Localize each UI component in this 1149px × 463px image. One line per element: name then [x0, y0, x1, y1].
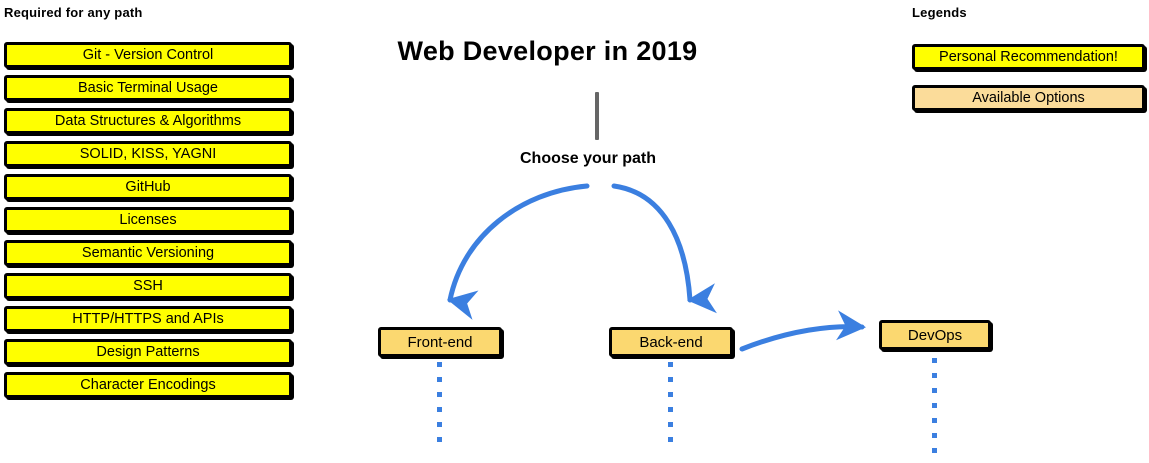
arrow-to-frontend — [447, 183, 590, 320]
title-stem-line — [595, 92, 599, 140]
required-item-design-patterns[interactable]: Design Patterns — [4, 339, 292, 365]
dotted-continuation-dot — [932, 388, 937, 393]
dotted-continuation-dot — [932, 358, 937, 363]
required-item-label: SSH — [133, 277, 163, 294]
required-item-label: Git - Version Control — [82, 46, 214, 63]
dotted-continuation-dot — [668, 392, 673, 397]
required-item-http-apis[interactable]: HTTP/HTTPS and APIs — [4, 306, 292, 332]
required-item-licenses[interactable]: Licenses — [4, 207, 292, 233]
required-item-data-structures[interactable]: Data Structures & Algorithms — [4, 108, 292, 134]
legend-label: Available Options — [972, 90, 1085, 106]
dotted-continuation-dot — [668, 437, 673, 442]
dotted-continuation-dot — [437, 437, 442, 442]
required-item-label: Data Structures & Algorithms — [54, 112, 242, 129]
required-item-semantic-versioning[interactable]: Semantic Versioning — [4, 240, 292, 266]
dotted-continuation-dot — [932, 448, 937, 453]
dotted-continuation-devops — [932, 358, 937, 463]
arrow-backend-to-devops — [739, 310, 866, 352]
required-item-solid-kiss-yagni[interactable]: SOLID, KISS, YAGNI — [4, 141, 292, 167]
legend-personal-recommendation: Personal Recommendation! — [912, 44, 1145, 70]
dotted-continuation-dot — [437, 422, 442, 427]
required-item-label: SOLID, KISS, YAGNI — [79, 145, 217, 162]
dotted-continuation-dot — [932, 373, 937, 378]
required-item-label: GitHub — [125, 178, 171, 195]
path-box-backend[interactable]: Back-end — [609, 327, 733, 357]
required-item-label: Design Patterns — [96, 343, 200, 360]
required-item-git[interactable]: Git - Version Control — [4, 42, 292, 68]
required-item-label: Basic Terminal Usage — [78, 79, 218, 96]
dotted-continuation-frontend — [437, 362, 442, 452]
dotted-continuation-dot — [932, 418, 937, 423]
dotted-continuation-dot — [932, 403, 937, 408]
required-item-label: Character Encodings — [80, 376, 216, 393]
dotted-continuation-dot — [668, 407, 673, 412]
required-item-character-encodings[interactable]: Character Encodings — [4, 372, 292, 398]
required-item-terminal[interactable]: Basic Terminal Usage — [4, 75, 292, 101]
legend-available-options: Available Options — [912, 85, 1145, 111]
dotted-continuation-dot — [437, 407, 442, 412]
required-item-label: HTTP/HTTPS and APIs — [72, 310, 224, 327]
path-box-devops[interactable]: DevOps — [879, 320, 991, 350]
path-box-label: DevOps — [907, 326, 963, 344]
dotted-continuation-dot — [668, 377, 673, 382]
required-item-label: Semantic Versioning — [81, 244, 215, 261]
path-box-frontend[interactable]: Front-end — [378, 327, 502, 357]
required-column: Git - Version Control Basic Terminal Usa… — [4, 42, 292, 405]
path-box-label: Back-end — [639, 333, 703, 351]
dotted-continuation-dot — [437, 362, 442, 367]
required-column-heading: Required for any path — [4, 5, 143, 20]
dotted-continuation-dot — [437, 392, 442, 397]
required-item-github[interactable]: GitHub — [4, 174, 292, 200]
arrow-to-backend — [611, 183, 717, 314]
dotted-continuation-backend — [668, 362, 673, 452]
dotted-continuation-dot — [668, 362, 673, 367]
legend-label: Personal Recommendation! — [939, 49, 1118, 65]
dotted-continuation-dot — [668, 422, 673, 427]
required-item-ssh[interactable]: SSH — [4, 273, 292, 299]
path-box-label: Front-end — [407, 333, 473, 351]
required-item-label: Licenses — [119, 211, 177, 228]
dotted-continuation-dot — [932, 433, 937, 438]
choose-path-label: Choose your path — [520, 150, 657, 167]
page-title-text: Web Developer in 2019 — [397, 36, 698, 66]
legends-heading: Legends — [912, 5, 967, 20]
dotted-continuation-dot — [437, 377, 442, 382]
